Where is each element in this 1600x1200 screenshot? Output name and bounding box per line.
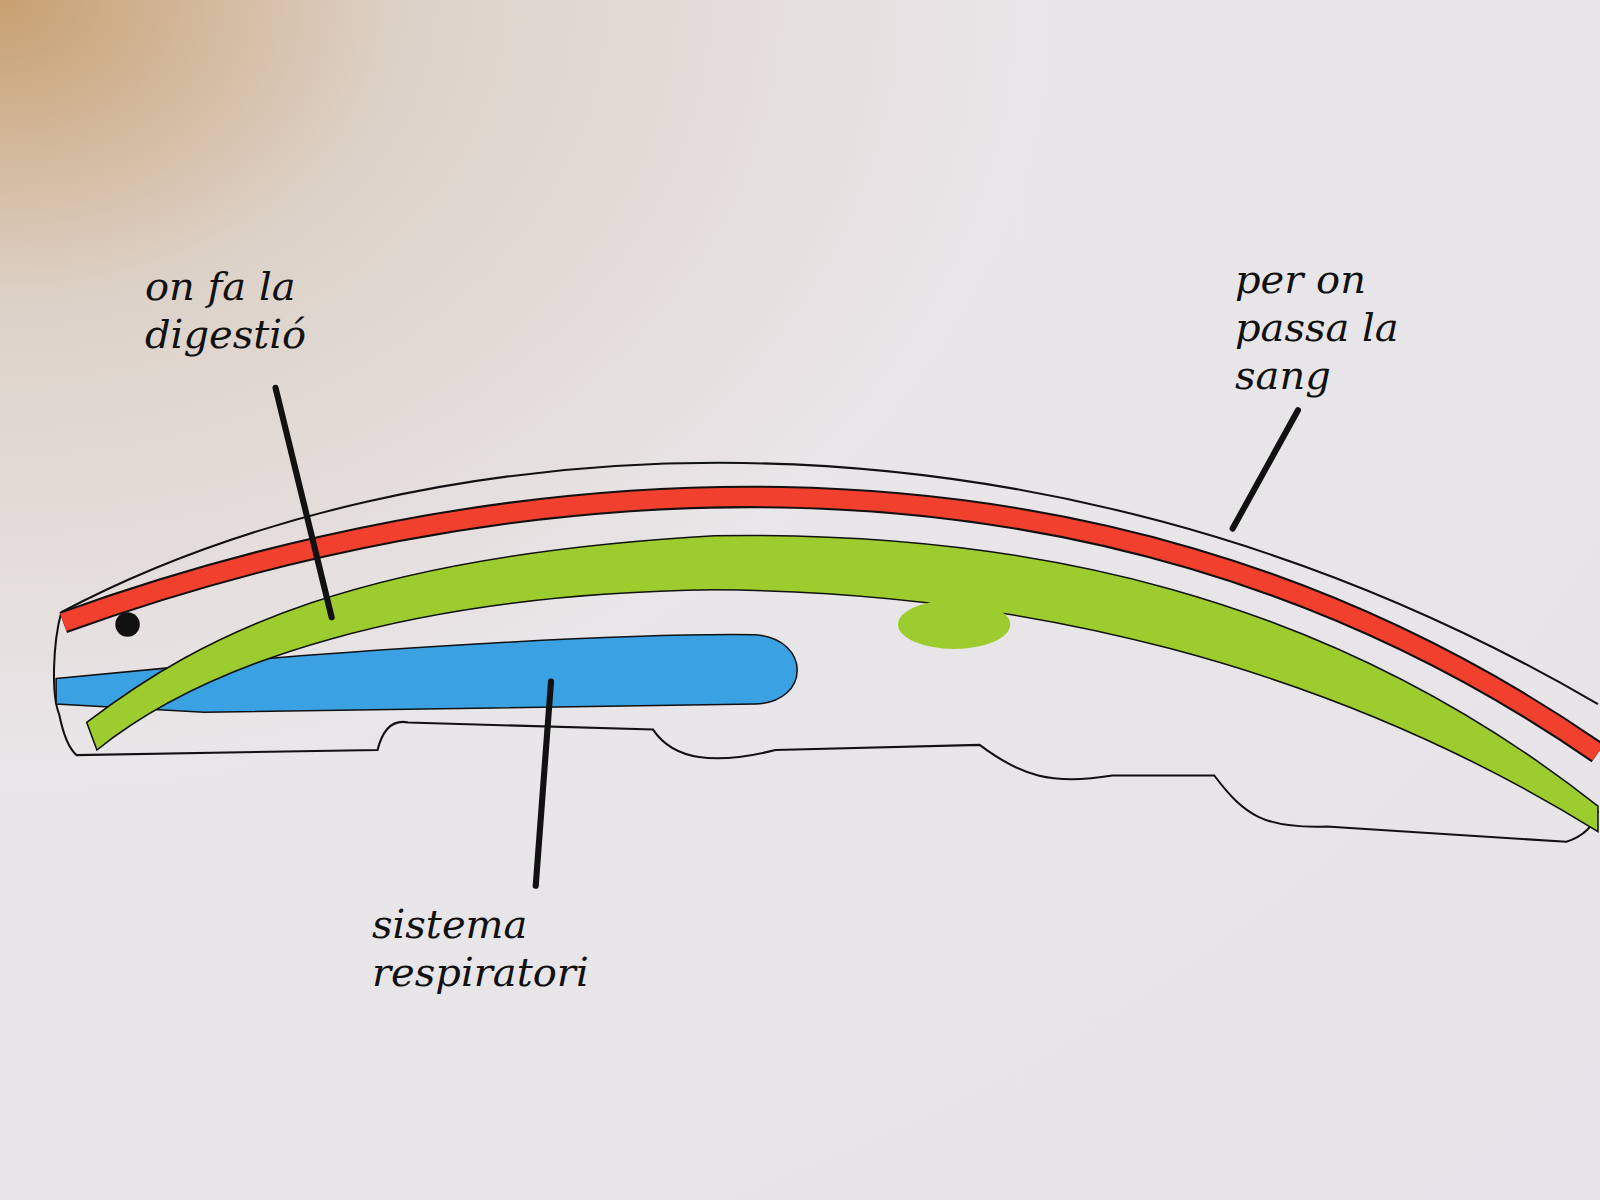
leader-line [536, 682, 551, 886]
eye-dot [115, 612, 139, 636]
digestive-bulge [898, 600, 1010, 649]
leader-line [276, 388, 332, 618]
callout-label: on fa la digestió [145, 262, 385, 358]
leader-line [1233, 410, 1298, 528]
callout-label: sistema respiratori [372, 900, 652, 996]
callout-label: per on passa la sang [1235, 255, 1430, 399]
digestive-tract [87, 535, 1598, 831]
